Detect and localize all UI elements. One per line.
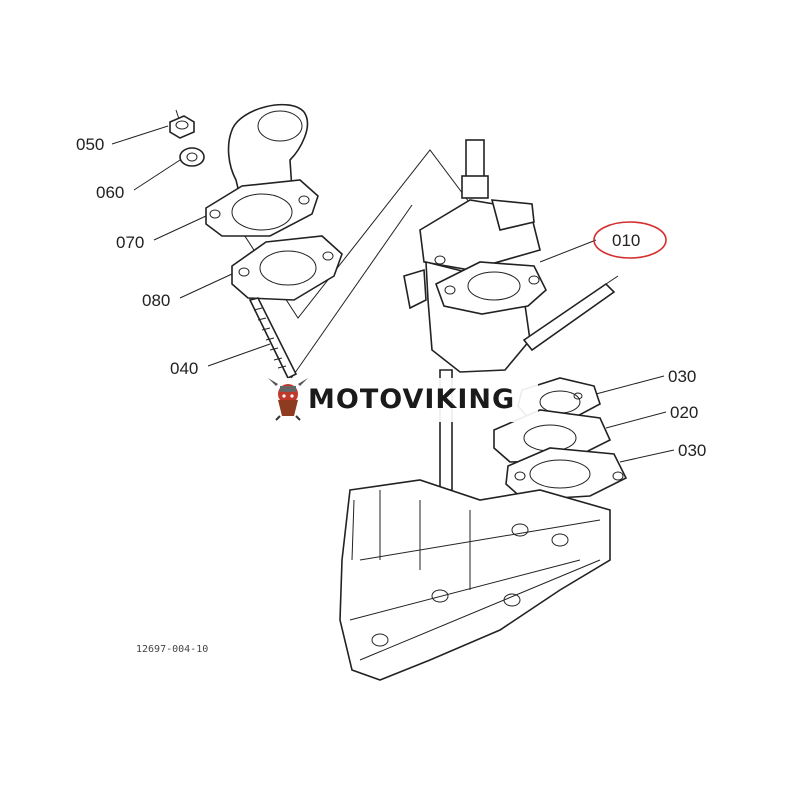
intake-manifold bbox=[339, 479, 611, 681]
gasket-030-upper bbox=[517, 377, 601, 421]
brand-name: MOTOVIKING bbox=[308, 384, 516, 415]
part-label-030-upper: 030 bbox=[668, 367, 696, 386]
leader-lines bbox=[111, 125, 675, 463]
part-label-030-lower: 030 bbox=[678, 441, 706, 460]
drawing-code: 12697-004-10 bbox=[136, 644, 208, 655]
watermark-banner bbox=[262, 378, 538, 422]
part-label-010: 010 bbox=[612, 231, 640, 250]
gasket-030-lower bbox=[505, 447, 628, 501]
highlight-circle-010 bbox=[593, 221, 667, 259]
part-label-070: 070 bbox=[116, 233, 144, 252]
assembly-outline-2 bbox=[289, 204, 413, 381]
air-horn-070 bbox=[205, 103, 319, 237]
part-label-060: 060 bbox=[96, 183, 124, 202]
part-label-020: 020 bbox=[670, 403, 698, 422]
gasket-080 bbox=[231, 235, 343, 301]
washer-060 bbox=[179, 147, 205, 167]
nut-050 bbox=[169, 109, 195, 139]
carburetor-010 bbox=[403, 139, 619, 491]
part-label-050: 050 bbox=[76, 135, 104, 154]
part-label-040: 040 bbox=[170, 359, 198, 378]
stud-040 bbox=[248, 297, 298, 380]
part-label-080: 080 bbox=[142, 291, 170, 310]
